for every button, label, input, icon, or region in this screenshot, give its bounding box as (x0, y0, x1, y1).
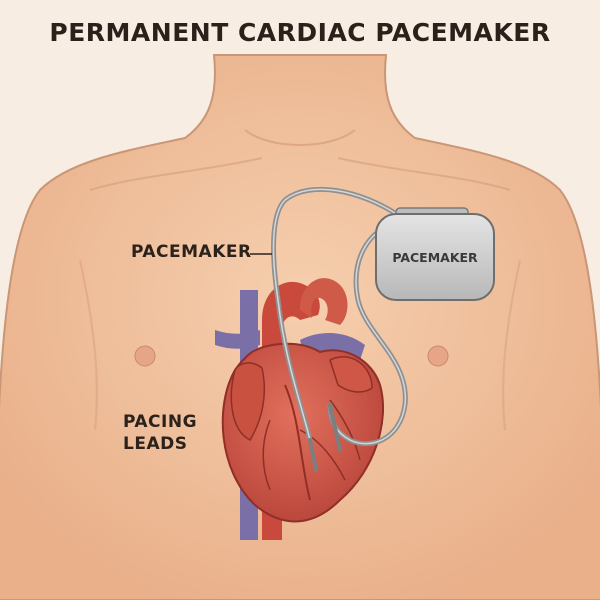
vena-cava-branch (215, 330, 260, 349)
device-label: PACEMAKER (392, 250, 478, 265)
pacing-leads-label-line2: LEADS (123, 434, 188, 454)
torso (0, 54, 600, 600)
lead-tip-2 (328, 403, 342, 452)
pacing-leads-label-line1: PACING (123, 412, 198, 432)
coronary-vessel-1 (284, 384, 311, 501)
coronary-vessel-2 (299, 429, 346, 481)
pacemaker-device (375, 213, 495, 301)
coronary-vessel-4 (329, 399, 361, 461)
page-title: PERMANENT CARDIAC PACEMAKER (49, 18, 551, 47)
lead-tip-1 (308, 438, 318, 472)
coronary-vessel-3 (262, 419, 271, 491)
pacing-lead-outer-highlight (272, 188, 399, 441)
armpit-left (79, 259, 98, 431)
aortic-arch (300, 278, 348, 325)
pacemaker-callout-label: PACEMAKER (131, 242, 252, 262)
pacing-lead-inner-highlight (329, 221, 407, 445)
armpit-right (502, 259, 521, 431)
left-atrium (329, 356, 373, 393)
pacing-leads-label: PACING LEADS (123, 411, 197, 455)
neck-shading (244, 129, 356, 146)
right-clavicle (337, 157, 511, 191)
right-nipple (427, 345, 449, 367)
right-atrium (230, 362, 266, 441)
left-nipple (134, 345, 156, 367)
left-clavicle (89, 157, 263, 191)
